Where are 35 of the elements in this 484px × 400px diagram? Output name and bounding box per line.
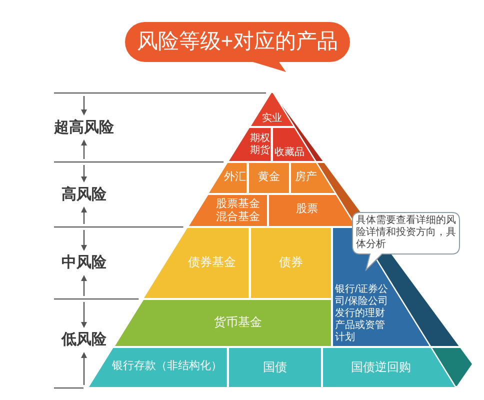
pyramid-segment [229, 348, 321, 387]
product-label: 房产 [294, 171, 318, 184]
product-label: 期权期货 [248, 133, 271, 157]
product-label: 股票 [295, 203, 319, 216]
pyramid-segment [291, 163, 335, 193]
product-label: 实业 [260, 113, 283, 125]
pyramid-segment [323, 348, 455, 387]
pyramid-segment [209, 163, 247, 193]
callout-text: 具体需要查看详细的风险详情和投资方向，具体分析 [356, 215, 456, 251]
product-label: 国债逆回购 [350, 360, 412, 374]
product-label: 收藏品 [274, 147, 306, 159]
risk-level-label: 高风险 [62, 186, 106, 204]
title: 风险等级+对应的产品 [136, 29, 338, 55]
pyramid-segment [144, 228, 249, 298]
risk-level-label: 超高风险 [54, 118, 114, 136]
callout-bubble [352, 212, 461, 271]
pyramid-segment [249, 163, 289, 193]
product-label: 国债 [262, 360, 288, 374]
pyramid-segment [89, 348, 227, 387]
product-label: 银行/证券公司/保险公司发行的理财产品或资管计划 [335, 284, 389, 344]
product-label: 外汇 [222, 171, 247, 184]
pyramid-segment [273, 128, 315, 161]
product-label: 债券基金 [186, 255, 237, 270]
pyramid-segment [251, 228, 331, 298]
product-label: 货币基金 [212, 315, 263, 330]
product-label: 银行存款（非结构化） [110, 360, 223, 374]
product-label: 黄金 [257, 171, 281, 184]
risk-level-label: 中风险 [62, 254, 106, 272]
pyramid-segment [250, 93, 294, 126]
product-label: 股票基金混合基金 [214, 198, 261, 224]
risk-level-label: 低风险 [62, 331, 106, 349]
pyramid-segment [229, 128, 271, 161]
pyramid-segment [114, 300, 331, 346]
pyramid-segment [188, 195, 267, 226]
product-label: 债券 [278, 255, 304, 270]
